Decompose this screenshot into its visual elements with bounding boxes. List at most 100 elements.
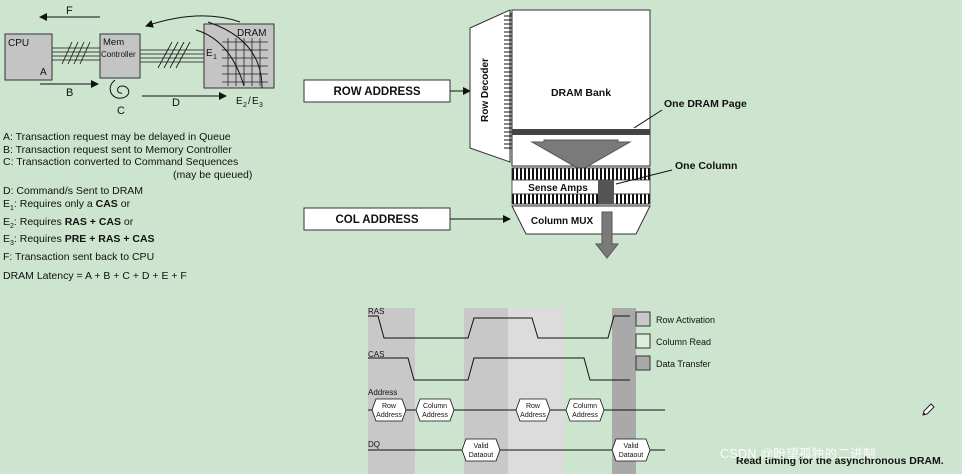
step-e2: E2: Requires RAS + CAS or: [3, 216, 252, 234]
one-column-label: One Column: [675, 160, 737, 172]
row-decoder: [469, 9, 511, 163]
valid-1a: Valid: [473, 443, 488, 450]
label-f: F: [66, 5, 73, 17]
step-a: A: Transaction request may be delayed in…: [3, 131, 231, 143]
dram-page-row: [512, 129, 650, 135]
e1-sub: 1: [10, 205, 14, 213]
label-e1: E: [206, 48, 213, 59]
e1-mid: : Requires only a: [13, 197, 96, 210]
legend-swatch-column-read: [635, 333, 651, 349]
legend-swatch-data-transfer: [635, 355, 651, 371]
column-address-slot-1: [415, 398, 455, 422]
cas-label: CAS: [368, 350, 384, 359]
step-c-note: (may be queued): [173, 168, 253, 181]
e3-mid: : Requires: [13, 233, 65, 246]
valid-dataout-2: [611, 438, 651, 462]
valid-1b: Dataout: [469, 452, 494, 459]
transaction-flow-diagram: F CPU A Mem Controller DRAM E 1 B C: [4, 5, 275, 117]
cpu-box: [4, 33, 53, 81]
read-timing-diagram: RAS CAS Address DQ Row Address Column Ad…: [368, 307, 715, 474]
row-address-slot-2: [515, 398, 551, 422]
phase-row-activation-1: [368, 308, 415, 474]
row-address-label: ROW ADDRESS: [333, 86, 420, 98]
mem-label: Mem: [103, 37, 124, 48]
row-addr-2a: Row: [526, 403, 541, 410]
e2-bold: RAS + CAS: [64, 215, 122, 228]
bitline-stripes-bottom: [511, 193, 651, 205]
dram-bank-diagram: ROW ADDRESS Row Decoder DRAM Bank One DR…: [303, 9, 747, 259]
label-d: D: [172, 97, 180, 109]
one-page-label: One DRAM Page: [664, 98, 747, 110]
column-mux-label: Column MUX: [531, 216, 594, 227]
valid-2b: Dataout: [619, 452, 644, 459]
phase-column-read-1: [508, 308, 564, 474]
timing-caption: Read timing for the asynchronous DRAM.: [736, 455, 944, 467]
output-arrow: [594, 211, 620, 259]
memory-controller-box: [99, 33, 141, 79]
label-e3-sub: 3: [259, 102, 263, 109]
label-e2-sub: 2: [243, 102, 247, 109]
step-c: C: Transaction converted to Command Sequ…: [3, 156, 239, 169]
e3-pre: E: [3, 233, 11, 246]
e2-post: or: [121, 215, 134, 228]
queue-swirl: [109, 79, 130, 99]
sense-amps-label: Sense Amps: [528, 183, 588, 194]
col-addr-2b: Address: [572, 412, 598, 419]
dram-bank-label: DRAM Bank: [551, 87, 611, 99]
e1-bold: CAS: [95, 197, 118, 210]
address-label: Address: [368, 388, 397, 397]
label-c: C: [117, 105, 125, 117]
bus-mem-dram: [140, 41, 204, 69]
valid-dataout-1: [461, 438, 501, 462]
col-addr-1b: Address: [422, 412, 448, 419]
row-decoder-label: Row Decoder: [480, 58, 491, 122]
legend-row-activation: Row Activation: [656, 315, 715, 325]
e2-mid: : Requires: [13, 215, 65, 228]
one-column-block: [598, 180, 614, 204]
label-b: B: [66, 87, 73, 99]
controller-label: Controller: [101, 50, 136, 59]
column-address-slot-2: [565, 398, 605, 422]
row-addr-2b: Address: [520, 412, 546, 419]
label-e2: E: [236, 96, 243, 107]
legend-swatch-row-activation: [635, 311, 651, 327]
csdn-watermark: CSDN @盼望孤独的二进制: [720, 447, 876, 461]
bus-cpu-mem: [52, 41, 100, 65]
latency-steps: A: Transaction request may be delayed in…: [3, 131, 252, 282]
ras-waveform: [368, 315, 630, 339]
step-f: F: Transaction sent back to CPU: [3, 251, 155, 264]
label-e1-sub: 1: [213, 54, 217, 61]
col-addr-2a: Column: [573, 403, 597, 410]
bitline-stripes-top: [511, 167, 651, 181]
pen-cursor-icon: [922, 403, 935, 416]
e1-pre: E: [3, 197, 11, 210]
label-e3: E: [252, 96, 259, 107]
e2-sub: 2: [10, 222, 14, 230]
row-addr-1b: Address: [376, 412, 402, 419]
col-address-label: COL ADDRESS: [335, 214, 418, 226]
bank-row-ticks: [504, 15, 512, 149]
column-mux: [511, 205, 651, 235]
dq-label: DQ: [368, 440, 380, 449]
row-address-slot-1: [371, 398, 407, 422]
e3-bold: PRE + RAS + CAS: [64, 233, 155, 246]
valid-2a: Valid: [623, 443, 638, 450]
label-slash: /: [248, 96, 251, 107]
latency-formula: DRAM Latency = A + B + C + D + E + F: [3, 269, 187, 282]
page-transfer-arrow: [530, 139, 632, 171]
row-addr-1a: Row: [382, 403, 397, 410]
step-b: B: Transaction request sent to Memory Co…: [3, 143, 232, 156]
cpu-label: CPU: [8, 38, 29, 49]
e1-post: or: [117, 197, 131, 210]
ras-label: RAS: [368, 307, 384, 316]
legend-data-transfer: Data Transfer: [656, 359, 711, 369]
e2-pre: E: [3, 215, 11, 228]
step-e1: E1: Requires only a CAS or: [3, 198, 252, 216]
dram-box: [203, 23, 275, 89]
dram-label: DRAM: [237, 28, 266, 39]
col-addr-1a: Column: [423, 403, 447, 410]
dram-grid: [222, 38, 268, 86]
step-d: D: Command/s Sent to DRAM: [3, 185, 144, 198]
step-e3: E3: Requires PRE + RAS + CAS: [3, 233, 252, 251]
e3-sub: 3: [10, 240, 14, 248]
